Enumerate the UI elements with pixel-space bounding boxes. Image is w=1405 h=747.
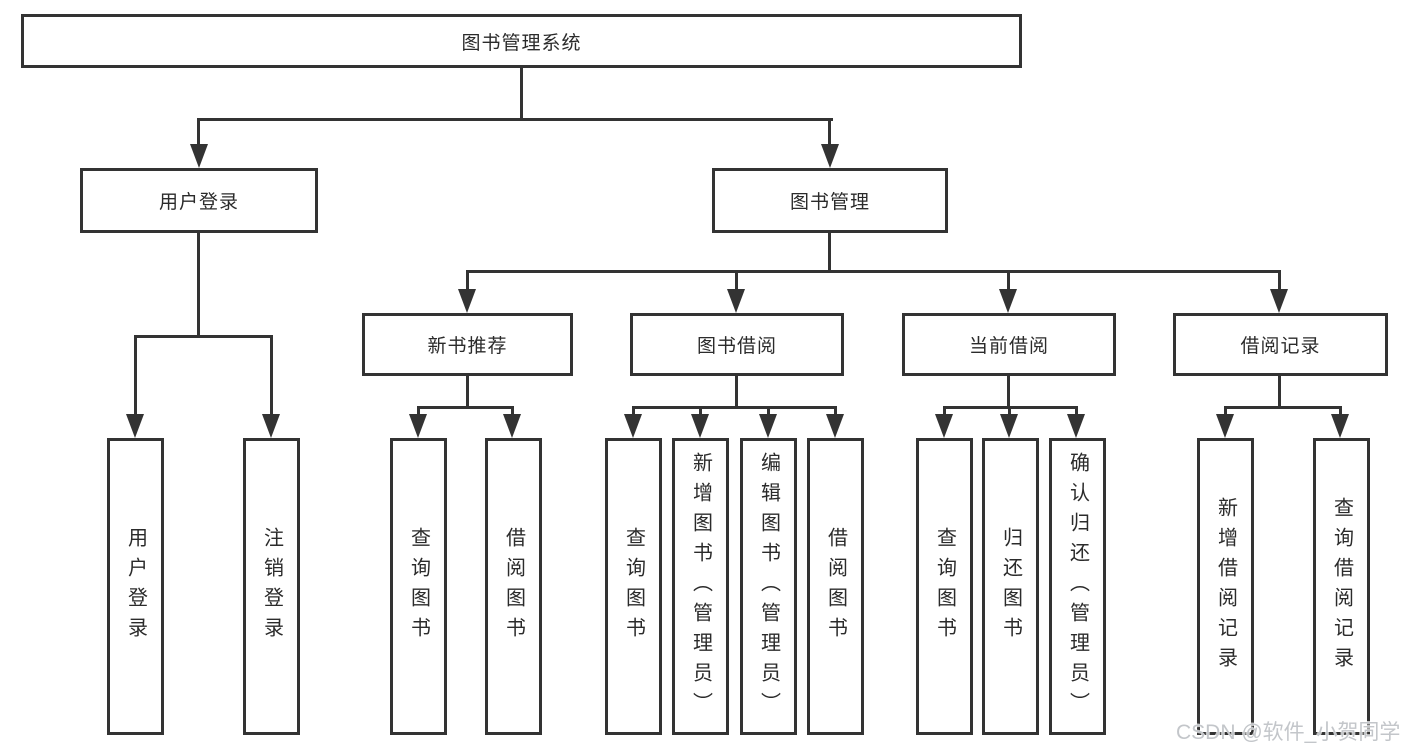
leaf-add-borrow-record: 新增借阅记录 <box>1197 438 1254 735</box>
connector-bookmgmt-vline <box>828 233 831 273</box>
arrow-down-icon <box>1067 414 1085 438</box>
connector-userlogin-stem-1 <box>134 338 137 414</box>
leaf-newbook-borrow-books: 借阅图书 <box>485 438 542 735</box>
leaf-add-borrow-record-label: 新增借阅记录 <box>1214 496 1237 677</box>
leaf-user-login: 用户登录 <box>107 438 164 735</box>
leaf-newbook-borrow-books-label: 借阅图书 <box>502 526 525 647</box>
connector-root-hline <box>197 118 833 121</box>
arrow-down-icon <box>624 414 642 438</box>
node-library-system-label: 图书管理系统 <box>461 32 582 54</box>
connector-root-vline <box>520 68 523 121</box>
node-current-borrowing: 当前借阅 <box>902 313 1116 376</box>
connector-bookmgmt-stem-4 <box>1278 273 1281 289</box>
connector-records-hline <box>1224 406 1342 409</box>
connector-bookmgmt-stem-3 <box>1007 273 1010 289</box>
leaf-borrowing-borrow-books-label: 借阅图书 <box>824 526 847 647</box>
node-new-book-recommend-label: 新书推荐 <box>427 336 508 357</box>
connector-newbook-hline <box>417 406 514 409</box>
leaf-add-book-admin-label: 新增图书（管理员） <box>689 451 712 722</box>
arrow-down-icon <box>1216 414 1234 438</box>
node-user-login-label: 用户登录 <box>158 192 239 213</box>
leaf-logout: 注销登录 <box>243 438 300 735</box>
node-user-login: 用户登录 <box>80 168 318 233</box>
leaf-edit-book-admin-label: 编辑图书（管理员） <box>757 451 780 722</box>
arrow-down-icon <box>262 414 280 438</box>
connector-newbook-vline <box>466 376 469 409</box>
leaf-logout-label: 注销登录 <box>260 526 283 647</box>
connector-userlogin-vline <box>197 233 200 337</box>
connector-bookmgmt-stem-2 <box>735 273 738 289</box>
node-book-borrowing-label: 图书借阅 <box>696 336 777 357</box>
leaf-return-books-label: 归还图书 <box>999 526 1022 647</box>
csdn-watermark: CSDN @软件_小贺同学 <box>1176 721 1401 744</box>
connector-root-stem-right <box>828 121 831 146</box>
leaf-current-query-books-label: 查询图书 <box>933 526 956 647</box>
node-book-management: 图书管理 <box>712 168 948 233</box>
leaf-confirm-return-admin-label: 确认归还（管理员） <box>1066 451 1089 722</box>
leaf-borrowing-query-books-label: 查询图书 <box>622 526 645 647</box>
leaf-newbook-query-books: 查询图书 <box>390 438 447 735</box>
arrow-down-icon <box>190 144 208 168</box>
arrow-down-icon <box>821 144 839 168</box>
connector-current-vline <box>1007 376 1010 409</box>
connector-newbook-stem-2 <box>511 409 514 416</box>
connector-records-stem-1 <box>1224 409 1227 416</box>
node-new-book-recommend: 新书推荐 <box>362 313 573 376</box>
arrow-down-icon <box>935 414 953 438</box>
leaf-query-borrow-record-label: 查询借阅记录 <box>1330 496 1353 677</box>
connector-bookmgmt-hline <box>466 270 1281 273</box>
arrow-down-icon <box>691 414 709 438</box>
leaf-add-book-admin: 新增图书（管理员） <box>672 438 729 735</box>
node-book-management-label: 图书管理 <box>789 192 870 213</box>
leaf-borrowing-borrow-books: 借阅图书 <box>807 438 864 735</box>
arrow-down-icon <box>1000 414 1018 438</box>
connector-borrowing-vline <box>735 376 738 409</box>
leaf-return-books: 归还图书 <box>982 438 1039 735</box>
node-library-system: 图书管理系统 <box>21 14 1022 68</box>
connector-current-hline <box>943 406 1078 409</box>
connector-current-stem-2 <box>1008 409 1011 416</box>
node-book-borrowing: 图书借阅 <box>630 313 844 376</box>
connector-borrowing-stem-2 <box>699 409 702 416</box>
leaf-confirm-return-admin: 确认归还（管理员） <box>1049 438 1106 735</box>
arrow-down-icon <box>1270 289 1288 313</box>
leaf-current-query-books: 查询图书 <box>916 438 973 735</box>
connector-borrowing-stem-3 <box>767 409 770 416</box>
arrow-down-icon <box>759 414 777 438</box>
connector-borrowing-stem-1 <box>632 409 635 416</box>
arrow-down-icon <box>503 414 521 438</box>
connector-records-vline <box>1278 376 1281 409</box>
leaf-query-borrow-record: 查询借阅记录 <box>1313 438 1370 735</box>
node-borrow-records-label: 借阅记录 <box>1240 336 1321 357</box>
arrow-down-icon <box>458 289 476 313</box>
node-borrow-records: 借阅记录 <box>1173 313 1388 376</box>
arrow-down-icon <box>727 289 745 313</box>
connector-current-stem-1 <box>943 409 946 416</box>
leaf-user-login-label: 用户登录 <box>124 526 147 647</box>
connector-root-stem-left <box>197 121 200 146</box>
arrow-down-icon <box>826 414 844 438</box>
arrow-down-icon <box>999 289 1017 313</box>
arrow-down-icon <box>409 414 427 438</box>
leaf-borrowing-query-books: 查询图书 <box>605 438 662 735</box>
leaf-edit-book-admin: 编辑图书（管理员） <box>740 438 797 735</box>
connector-userlogin-hline <box>134 335 273 338</box>
connector-borrowing-hline <box>632 406 837 409</box>
connector-newbook-stem-1 <box>417 409 420 416</box>
connector-userlogin-stem-2 <box>270 338 273 414</box>
arrow-down-icon <box>126 414 144 438</box>
connector-records-stem-2 <box>1339 409 1342 416</box>
arrow-down-icon <box>1331 414 1349 438</box>
leaf-newbook-query-books-label: 查询图书 <box>407 526 430 647</box>
node-current-borrowing-label: 当前借阅 <box>968 336 1049 357</box>
connector-bookmgmt-stem-1 <box>466 273 469 289</box>
connector-borrowing-stem-4 <box>834 409 837 416</box>
connector-current-stem-3 <box>1075 409 1078 416</box>
